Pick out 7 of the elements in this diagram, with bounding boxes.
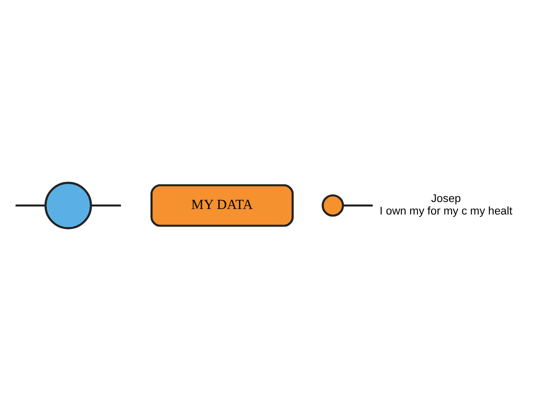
node-text: Josep I own my for my c my healt: [380, 192, 512, 217]
node-circle: [322, 194, 344, 216]
node-circle: [44, 181, 92, 229]
node-box: MY DATA: [150, 184, 294, 226]
connector: [343, 204, 373, 206]
connector: [16, 204, 46, 206]
connector: [91, 204, 121, 206]
